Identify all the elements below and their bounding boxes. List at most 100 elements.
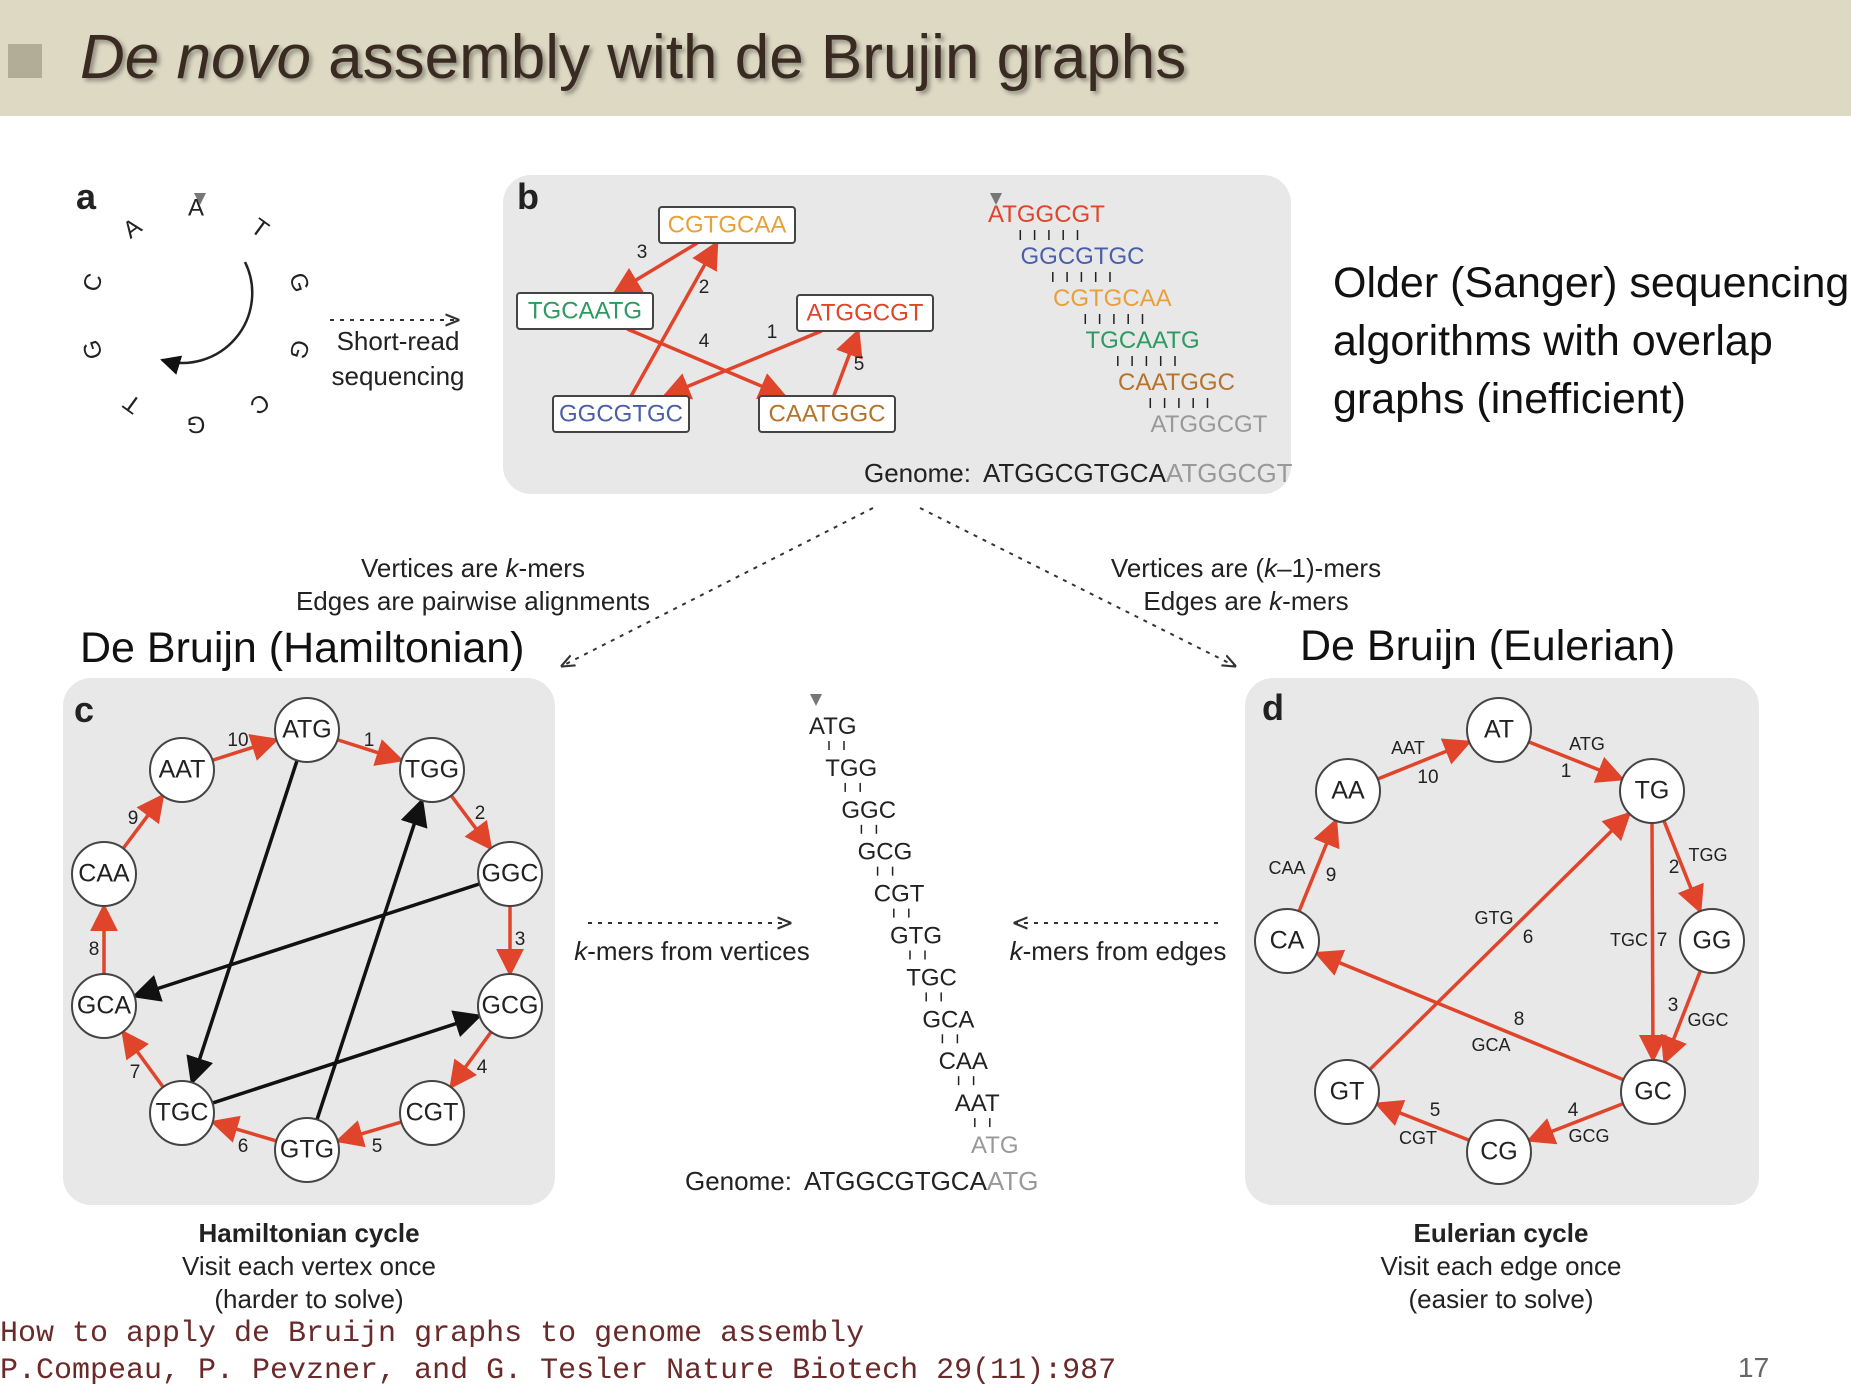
euler-caption-bold: Eulerian cycle — [1414, 1218, 1589, 1248]
euler-node-label: GT — [1330, 1078, 1365, 1106]
ladder-kmer: GCA — [922, 1006, 974, 1033]
branch-right-line1-pre: Vertices are ( — [1111, 553, 1265, 583]
hamilton-cycle-edge — [209, 1115, 277, 1143]
euler-edge — [1526, 1101, 1624, 1145]
overlap-edge-label: 3 — [637, 242, 648, 263]
branch-arrow-right — [919, 507, 1235, 666]
euler-edge — [1297, 818, 1340, 913]
hamilton-node: CGT — [399, 1080, 465, 1146]
hamilton-cycle-edge — [121, 1029, 165, 1089]
ladder-kmer: GCG — [858, 839, 913, 866]
hamilton-edge-label: 8 — [89, 939, 100, 960]
euler-node-circle — [1679, 908, 1745, 974]
genome-letter: G — [77, 336, 108, 362]
hamilton-cycle-edge — [334, 1120, 402, 1148]
euler-edge-kmer: AAT — [1391, 738, 1425, 758]
panel-d-eulerian-graph: 1ATG2TGG3GGC4GCG5CGT6GTG7TGC8GCA9CAA10AA… — [1254, 697, 1745, 1185]
hamilton-node-label: AAT — [159, 756, 206, 784]
genome-letter: G — [283, 336, 314, 362]
hamilton-node-label: ATG — [282, 716, 332, 744]
title-bar: De novo assembly with de Brujin graphs — [0, 0, 1851, 116]
hamilton-extra-edge — [131, 882, 481, 1002]
branch-right-line1-post: –1)-mers — [1277, 553, 1381, 583]
overlap-edge-label: 1 — [767, 322, 778, 343]
kmers-from-vertices-label: k-mers from vertices — [574, 936, 809, 966]
hamilton-extra-edge — [186, 759, 299, 1086]
genome-letter: T — [246, 213, 274, 244]
euler-node: CA — [1254, 908, 1320, 974]
euler-node-label: TG — [1635, 777, 1670, 805]
branch-right-line2-post: -mers — [1282, 586, 1348, 616]
short-read-label-1: Short-read — [337, 326, 460, 356]
euler-node: CG — [1466, 1119, 1532, 1185]
kmers-from-edges-italic: k — [1010, 936, 1025, 966]
hamilton-node-label: CAA — [78, 860, 130, 888]
euler-node: AA — [1315, 758, 1381, 824]
kmers-from-vertices-italic: k — [574, 936, 589, 966]
hamilton-node-circle — [149, 737, 215, 803]
euler-edge — [1374, 1099, 1470, 1142]
ladder-kmer: CGT — [874, 881, 925, 908]
slide-title-rest: assembly with de Brujin graphs — [310, 23, 1187, 92]
overlap-edge — [626, 327, 788, 400]
branch-left-line1-pre: Vertices are — [361, 553, 506, 583]
panel-c-background — [63, 678, 555, 1205]
slide-title: De novo assembly with de Brujin graphs — [80, 22, 1186, 93]
alignment-start-marker-icon — [990, 193, 1002, 205]
overlap-edge-label: 4 — [699, 331, 710, 352]
branch-right-line2-pre: Edges are — [1143, 586, 1269, 616]
citation: How to apply de Bruijn graphs to genome … — [0, 1316, 1116, 1390]
title-bullet-icon — [8, 44, 42, 78]
euler-node-circle — [1466, 697, 1532, 763]
euler-edge-kmer: CAA — [1268, 858, 1305, 878]
ladder-kmer: TGG — [825, 755, 877, 782]
euler-caption-line2: Visit each edge once — [1381, 1251, 1622, 1281]
euler-edge-kmer: ATG — [1569, 734, 1605, 754]
kmers-from-vertices-text: -mers from vertices — [587, 936, 809, 966]
euler-node-circle — [1314, 1059, 1380, 1125]
sanger-note: Older (Sanger) sequencing algorithms wit… — [1333, 259, 1850, 423]
genome-letter: A — [118, 213, 147, 244]
euler-edge-number: 1 — [1561, 761, 1572, 782]
hamilton-node-circle — [274, 697, 340, 763]
alignment-read: TGCAATG — [1086, 327, 1200, 354]
branch-left-line2: Edges are pairwise alignments — [296, 586, 650, 616]
panel-b-genome-label: Genome: — [864, 458, 971, 488]
branch-right-line2-italic: k — [1269, 586, 1284, 616]
hamilton-edge-label: 1 — [364, 730, 375, 751]
euler-edge-number: 2 — [1669, 857, 1680, 878]
panel-d-label: d — [1262, 687, 1284, 728]
center-genome: Genome:ATGGCGTGCAATG — [685, 1166, 1038, 1196]
hamilton-node-circle — [274, 1117, 340, 1183]
hamilton-cycle-edge — [121, 793, 165, 850]
euler-edge — [1313, 949, 1625, 1082]
panel-a-circular-genome: ATGGCGTGCA Short-read sequencing — [77, 193, 465, 438]
hamilton-node-label: GCA — [77, 992, 132, 1020]
genome-letter: T — [118, 388, 146, 419]
euler-edge — [1662, 820, 1704, 914]
hamilton-node: TGG — [399, 737, 465, 803]
ladder-kmer: ATG — [809, 713, 857, 740]
hamilton-cycle-edge — [449, 794, 493, 851]
euler-edge — [1528, 740, 1625, 783]
euler-node: GT — [1314, 1059, 1380, 1125]
euler-edge-number: 5 — [1430, 1100, 1441, 1121]
euler-edge-number: 10 — [1417, 767, 1438, 788]
euler-edge-kmer: GCA — [1471, 1035, 1510, 1055]
hamilton-cycle-edge — [449, 1030, 493, 1090]
panel-a-label: a — [76, 176, 97, 217]
euler-edge — [1660, 970, 1702, 1065]
branch-right-line2: Edges are k-mers — [1143, 586, 1348, 616]
euler-edge-kmer: GCG — [1568, 1126, 1609, 1146]
center-kmer-ladder: k-mers from vertices k-mers from edges A… — [574, 694, 1226, 1196]
overlap-node-label: ATGGCGT — [807, 299, 924, 326]
branch-left-line1: Vertices are k-mers — [361, 553, 585, 583]
center-genome-tail: ATG — [987, 1166, 1039, 1196]
hamilton-extra-edge — [315, 797, 428, 1121]
ladder-start-marker-icon — [810, 694, 822, 706]
hamilton-node: TGC — [149, 1080, 215, 1146]
ladder-kmer: ATG — [971, 1132, 1019, 1159]
hamilton-caption-line2: Visit each vertex once — [182, 1251, 436, 1281]
